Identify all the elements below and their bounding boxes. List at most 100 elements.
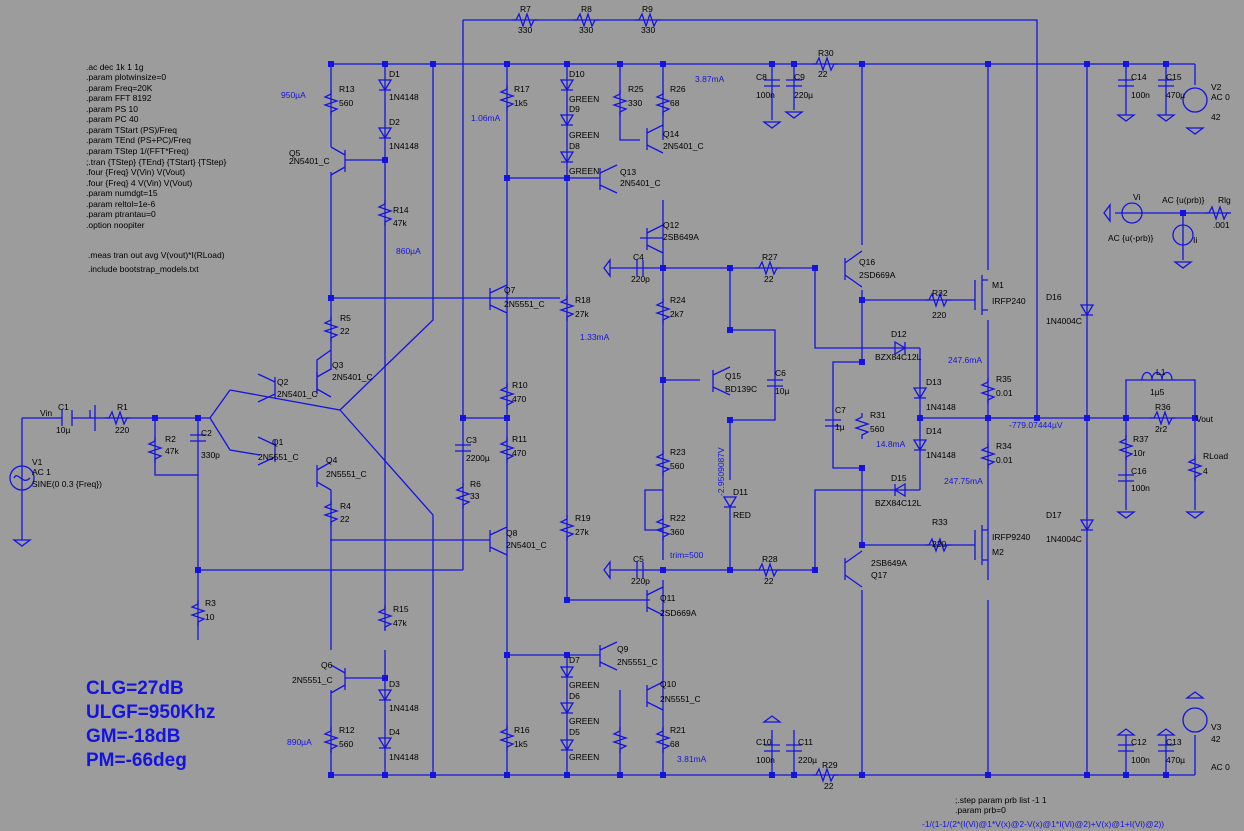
component-ref-r17: R17 [514,84,530,94]
directive-line: .param TStep 1/(FFT*Freq) [86,146,189,156]
component-value-r14: 47k [393,218,407,228]
results-block: CLG=27dB ULGF=950Khz GM=-18dB PM=-66deg [86,678,215,771]
component-ref-r2: R2 [165,434,176,444]
component-value-r25: 330 [628,98,642,108]
component-value-r36: 2r2 [1155,424,1168,434]
component-value-q10: 2N5551_C [660,694,701,704]
component-value-c7: 1µ [835,422,845,432]
component-ref-r26: R26 [670,84,686,94]
component-ref-c7: C7 [835,405,846,415]
component-value-c16: 100n [1131,483,1150,493]
component-ref-r8: R8 [581,4,592,14]
current-label: 1.06mA [471,113,501,123]
component-value-r5: 22 [340,326,350,336]
component-value-m2: IRFP9240 [992,532,1031,542]
component-ref-l1: L1 [1156,367,1166,377]
component-value-q8: 2N5401_C [506,540,547,550]
result-gm: GM=-18dB [86,726,181,747]
component-value-rload: 4 [1203,466,1208,476]
component-ref-q15: Q15 [725,371,741,381]
component-ref-d2: D2 [389,117,400,127]
net-label-vout: Vout [1196,414,1214,424]
component-value-d17: 1N4004C [1046,534,1082,544]
component-value-r37: 10r [1133,448,1145,458]
component-ref-vi: Vi [1133,192,1141,202]
component-ref-d8: D8 [569,141,580,151]
component-ref-r27: R27 [762,252,778,262]
component-ref-r29: R29 [822,760,838,770]
component-value-q1: 2N5551_C [258,452,299,462]
component-value-q12: 2SB649A [663,232,699,242]
component-ref-v3: V3 [1211,722,1222,732]
component-value-q7: 2N5551_C [504,299,545,309]
component-ref-q5: Q5 [289,148,301,158]
component-ref-r28: R28 [762,554,778,564]
component-ref-c9: C9 [794,72,805,82]
component-value-r29: 22 [824,781,834,791]
component-ref-d17: D17 [1046,510,1062,520]
current-label: 14.8mA [876,439,906,449]
component-value-r17: 1k5 [514,98,528,108]
component-value-d9: GREEN [569,130,599,140]
directive-line: .param reltol=1e-6 [86,199,155,209]
component-value-r12: 560 [339,739,353,749]
component-ref-q4: Q4 [326,455,338,465]
component-ref-q11: Q11 [660,593,676,603]
component-value-r16: 1k5 [514,739,528,749]
component-ref-r22: R22 [670,513,686,523]
component-ref-q17: Q17 [871,570,887,580]
component-value-d5: GREEN [569,752,599,762]
component-ref-q10: Q10 [660,679,676,689]
component-value-c12: 100n [1131,755,1150,765]
component-value-d12: BZX84C12L [875,352,922,362]
spice-directives: .ac dec 1k 1 1g .param plotwinsize=0 .pa… [86,62,1164,829]
component-value-r15: 47k [393,618,407,628]
trim-label: trim=500 [670,550,704,560]
current-label: 247.75mA [944,476,983,486]
component-value-v1: SINE(0 0.3 {Freq}) [32,479,102,489]
component-value-r34: 0.01 [996,455,1013,465]
component-ref-r10: R10 [512,380,528,390]
component-value-c8: 100n [756,90,775,100]
capacitor-symbols [61,79,1174,752]
current-label: 890µA [287,737,312,747]
component-ref-r15: R15 [393,604,409,614]
component-ref-r12: R12 [339,725,355,735]
component-ref-q9: Q9 [617,644,629,654]
component-value-c1: 10µ [56,425,70,435]
component-ref-d10: D10 [569,69,585,79]
directive-line: .include bootstrap_models.txt [88,264,199,274]
component-value-r10: 470 [512,394,526,404]
component-value-vi: AC {u(prb)} [1162,195,1205,205]
component-ref-rlg: Rlg [1218,195,1231,205]
component-ref-r21: R21 [670,725,686,735]
directive-line: .param TStart (PS)/Freq [86,125,177,135]
component-value-r3: 10 [205,612,215,622]
component-ref-q6: Q6 [321,660,333,670]
component-value-r9: 330 [641,25,655,35]
component-value-v1: AC 1 [32,467,51,477]
source-symbols [9,87,1208,733]
component-ref-c6: C6 [775,368,786,378]
component-ref-d14: D14 [926,426,942,436]
component-ref-r6: R6 [470,479,481,489]
directive-line: .option noopiter [86,220,145,230]
op-annotations: 950µA 860µA 890µA 1.06mA 1.33mA 3.87mA 3… [40,74,1214,764]
component-value-d2: 1N4148 [389,141,419,151]
component-ref-ii: Ii [1193,235,1197,245]
voltage-label: -779.07444µV [1009,420,1063,430]
component-value-c10: 100n [756,755,775,765]
component-ref-q3: Q3 [332,360,344,370]
component-ref-c1: C1 [58,402,69,412]
directive-line: .param numdgt=15 [86,188,158,198]
component-value-r31: 560 [870,424,884,434]
directive-line: .four {Freq} 4 V(Vin) V(Vout) [86,178,192,188]
component-ref-d3: D3 [389,679,400,689]
component-ref-r5: R5 [340,313,351,323]
component-ref-q8: Q8 [506,528,518,538]
component-value-r13: 560 [339,98,353,108]
directive-line: .ac dec 1k 1 1g [86,62,144,72]
component-value-q4: 2N5551_C [326,469,367,479]
